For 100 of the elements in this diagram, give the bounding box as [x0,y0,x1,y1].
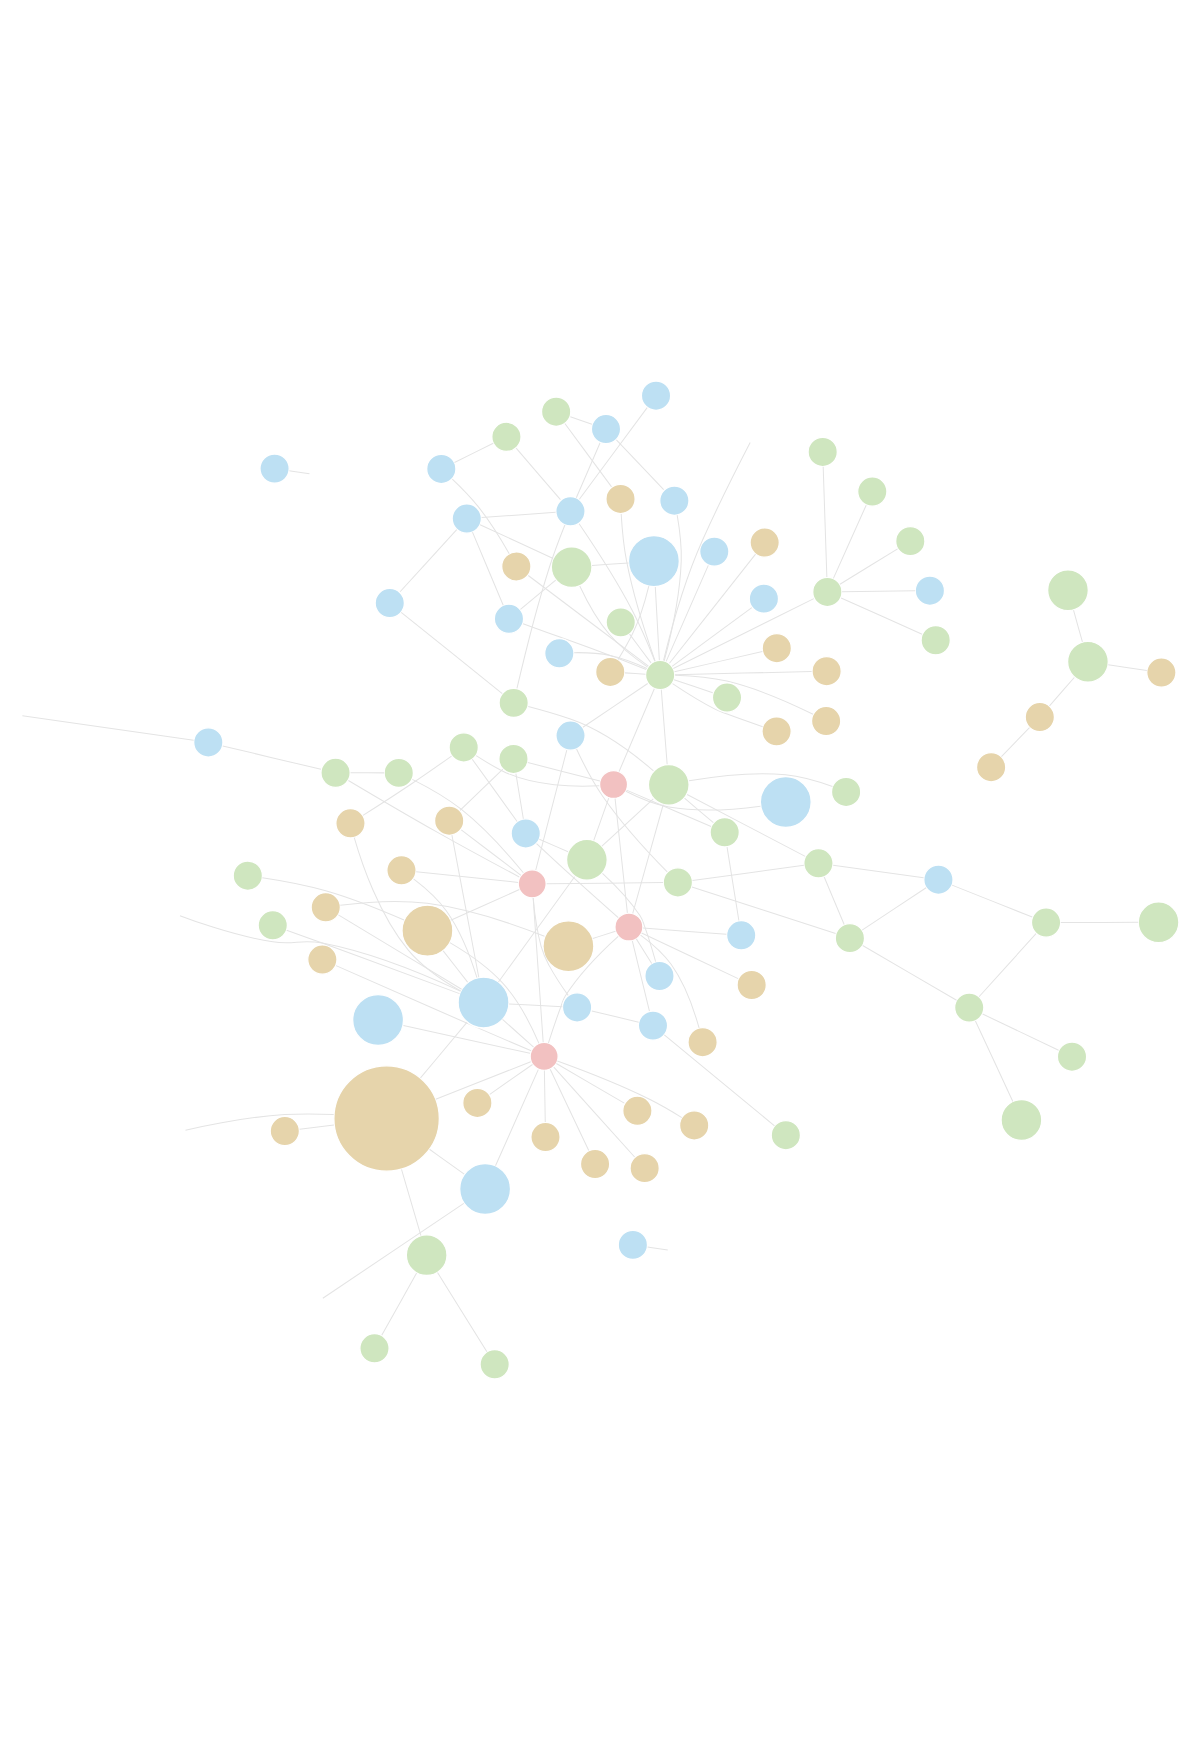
connector [601,798,654,847]
node-circle [540,396,572,427]
connector [401,1168,422,1237]
connector [459,768,504,811]
connector [415,871,519,883]
connector [538,838,569,853]
node-circle [517,869,547,899]
node-circle [914,575,946,606]
connector [1073,609,1083,643]
node-circle [1024,701,1056,733]
node-circle [647,763,690,806]
node-circle [761,632,793,664]
connector [413,878,478,979]
connector [615,439,665,491]
connector [450,889,520,921]
node-circle [687,1026,718,1058]
connector [582,682,649,728]
node-circle [595,656,626,688]
node-circle [565,838,608,881]
node-circle [383,757,414,789]
connector [951,884,1033,918]
node-circle [462,1087,493,1119]
connector [673,651,763,673]
connector [451,478,510,555]
connector [641,932,739,980]
node-circle [598,769,629,800]
node-circle [498,743,529,775]
connector [726,846,740,922]
connector [184,1113,335,1131]
connector [632,804,664,914]
connector [823,876,845,925]
node-circle [617,1229,649,1261]
connector [322,1202,465,1299]
connector [475,755,600,787]
connector [515,773,524,820]
connector [515,447,561,501]
node-circle [1066,640,1109,683]
node-circle [405,1234,448,1277]
connector [437,1272,488,1353]
node-circle [333,1065,440,1172]
connector [471,531,504,606]
connector [261,877,405,921]
connector [629,633,652,664]
node-circle [810,705,842,737]
connector [547,935,619,1044]
connector [691,886,837,934]
node-circle [257,910,288,941]
node-circle [579,1148,611,1180]
connector [592,930,616,939]
node-circle [335,808,366,839]
node-circle [259,453,290,484]
node-circle [501,551,532,582]
connector [692,864,805,881]
connector [535,749,568,871]
connector [335,965,532,1052]
node-circle [975,751,1007,783]
connector [460,829,522,876]
connector [347,779,520,878]
node-circle [544,638,575,669]
connector [840,597,923,635]
connector [575,442,601,499]
node-circle [811,655,842,687]
node-circle [748,583,780,614]
connector [402,1025,531,1054]
connector [578,523,656,662]
connector [381,1272,418,1336]
connector [832,504,867,579]
node-circle [1047,569,1089,612]
node-circle [711,682,743,713]
node-circle [640,380,672,411]
connector [522,623,647,670]
node-circle [232,860,264,891]
connector [449,942,540,1044]
connector [569,416,593,425]
connector [516,524,566,689]
connector [684,797,714,824]
connector [631,940,650,1012]
connector [556,1060,683,1119]
connector [519,579,557,610]
connector [673,679,714,694]
node-circle [307,944,338,975]
node-circle [830,776,862,808]
connector [672,598,815,670]
connector [497,876,576,983]
node-circle [622,1095,653,1127]
node-circle [678,1110,710,1141]
connector [527,575,649,667]
node-circle [386,855,417,886]
connector [527,706,654,772]
connector [617,585,650,661]
connector [668,553,757,664]
node-circle [426,453,457,485]
connector [982,1013,1060,1051]
connector [451,834,480,978]
connector [429,1148,465,1175]
node-circle [555,496,586,527]
node-circle [770,1119,802,1151]
connector [564,423,613,488]
connector [672,683,764,728]
node-circle [498,687,529,719]
